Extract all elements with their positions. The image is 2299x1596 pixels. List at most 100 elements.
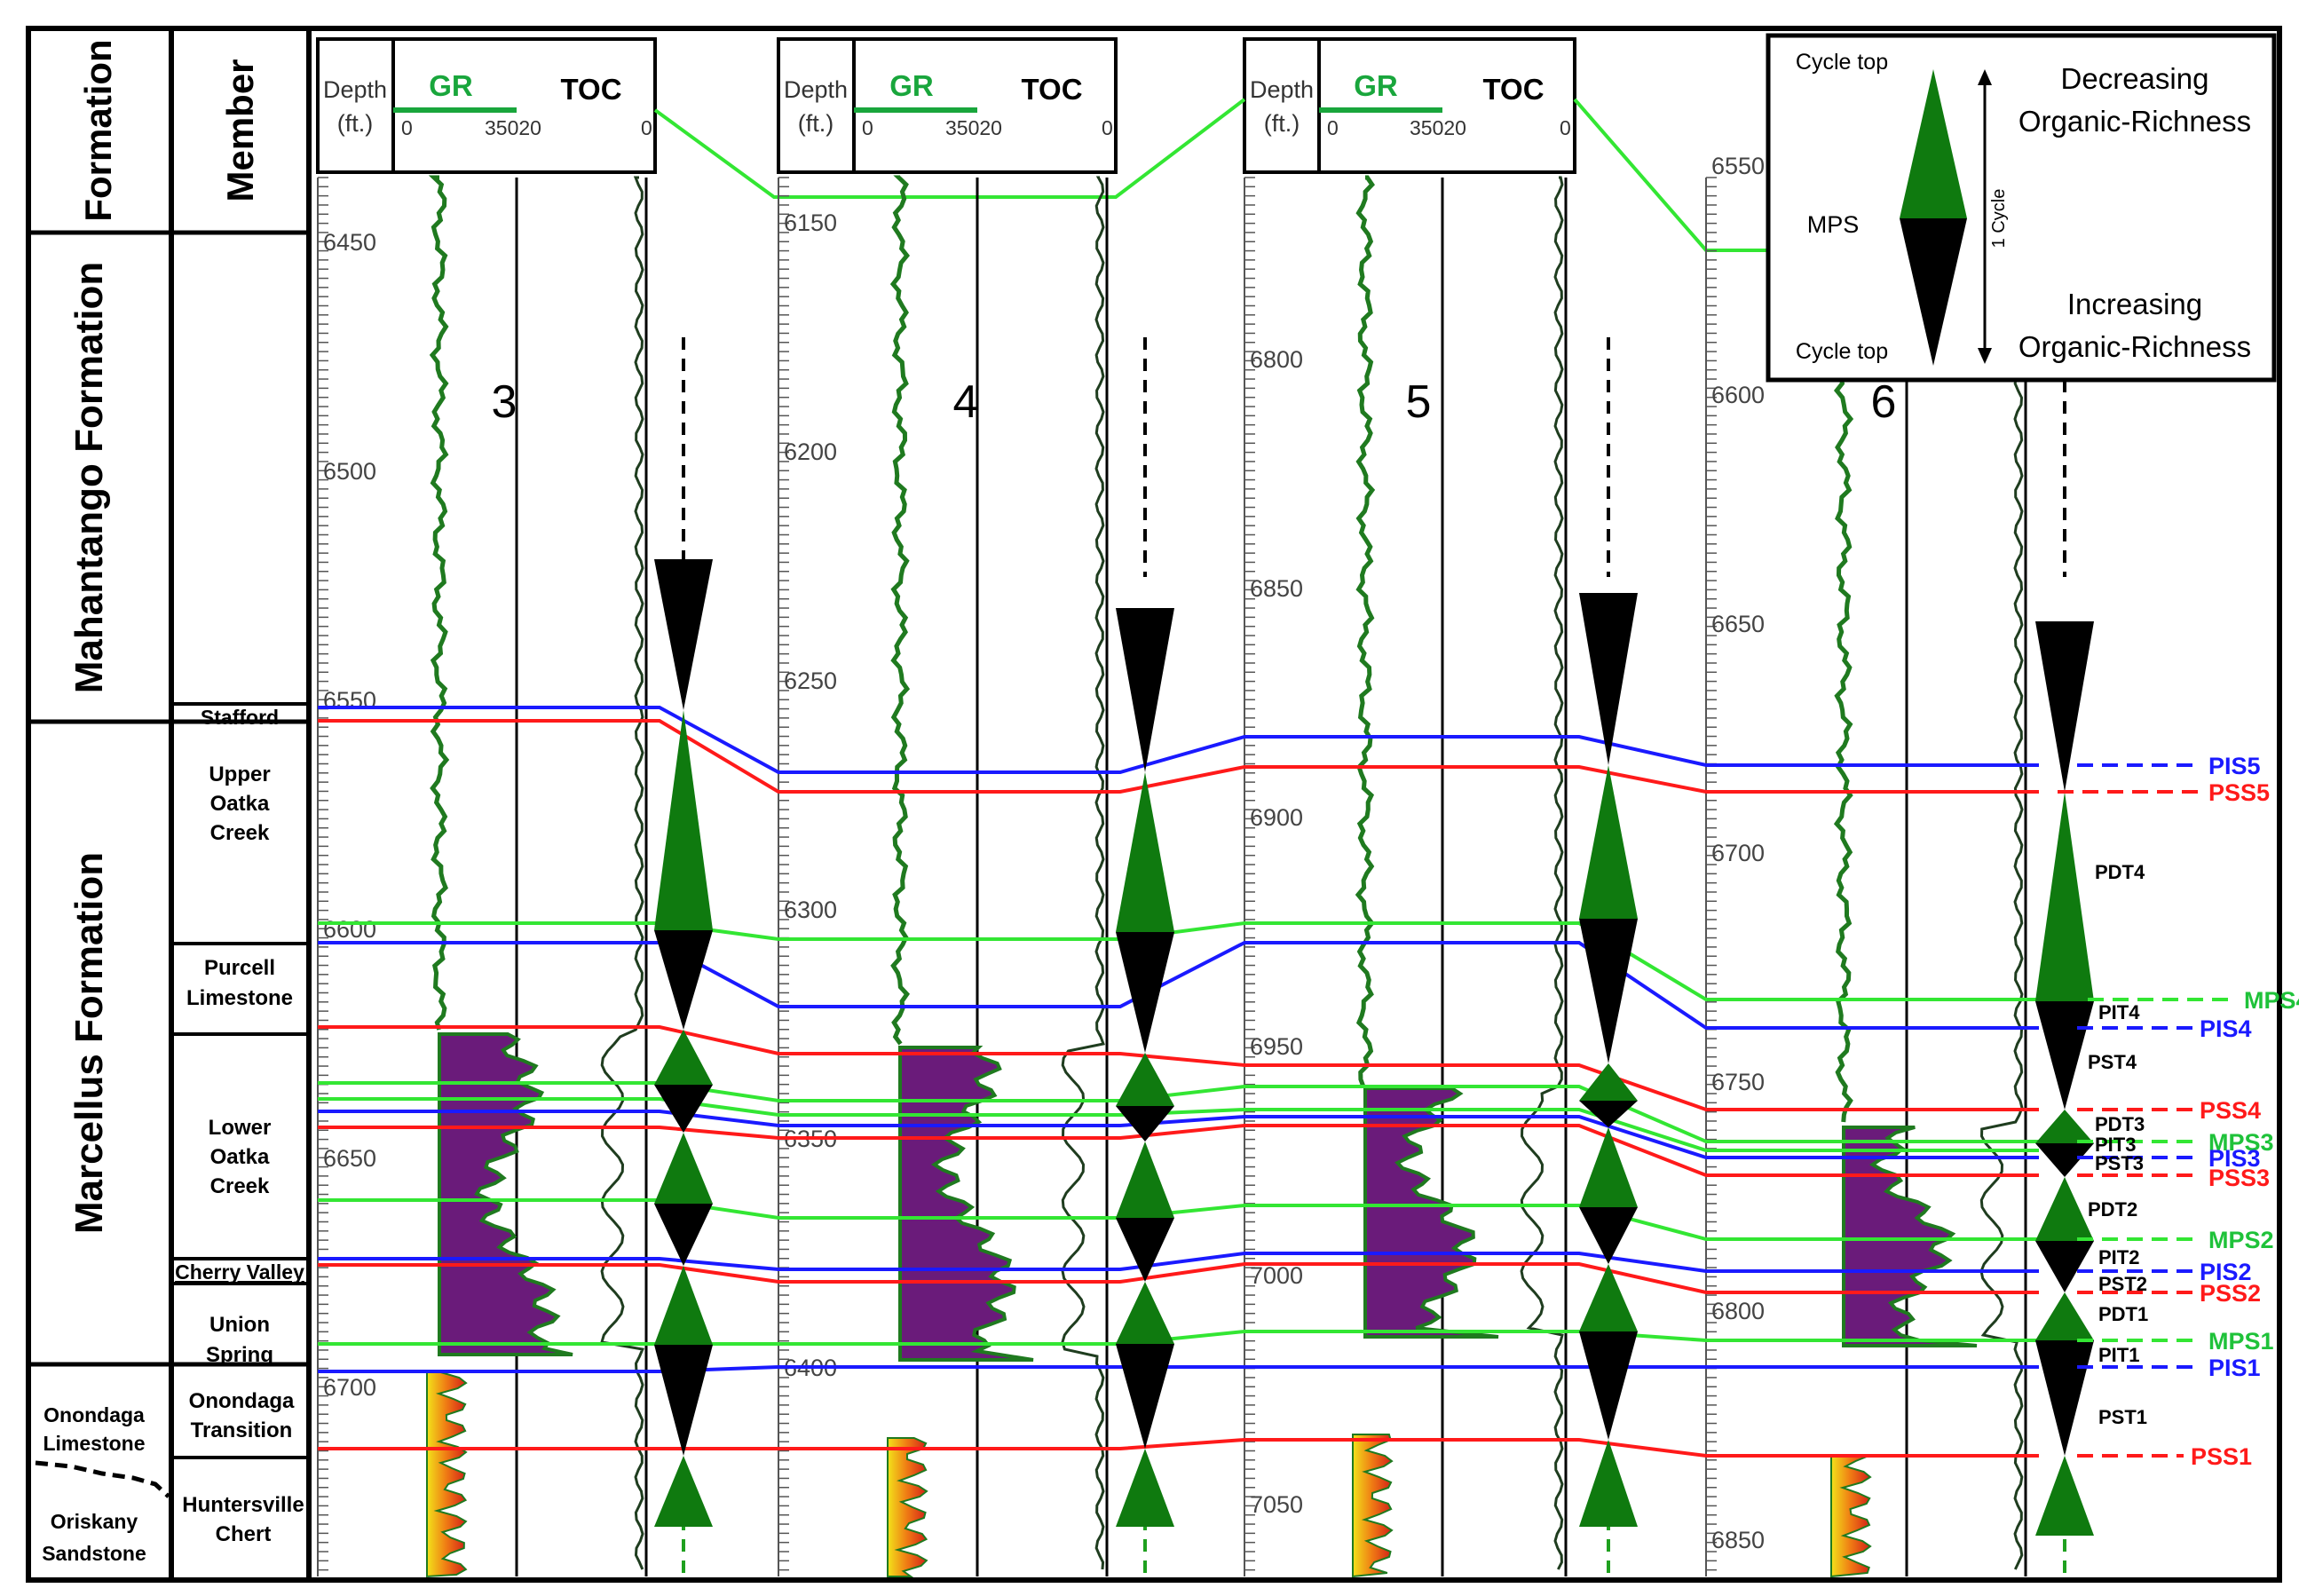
well-3-black-triangle: [654, 1204, 713, 1266]
mps1-surface: [318, 1330, 2039, 1346]
union-spring-label-2: Spring: [206, 1343, 273, 1367]
well-4-black-triangle: [1116, 1344, 1174, 1449]
well-3-green-triangle: [654, 710, 713, 930]
well-5-gr-curve: [1355, 175, 1376, 1087]
mps2-surface: [318, 1198, 2039, 1241]
well-4-black-triangle: [1116, 1218, 1174, 1282]
well-3-depth-ruler: [317, 177, 328, 1576]
legend-cycle-label: 1 Cycle: [1989, 189, 2009, 249]
well-4-green-triangle: [1116, 1282, 1174, 1344]
well-5-number: 5: [1406, 376, 1432, 428]
well-6-green-triangle: [2035, 1177, 2094, 1241]
pst2-label: PST2: [2098, 1273, 2147, 1295]
pss3-label: PSS3: [2208, 1165, 2270, 1191]
pis4-surface: [318, 941, 2039, 1030]
legend-increasing-1: Increasing: [2067, 288, 2202, 320]
correlation-surfaces: [318, 706, 2039, 1458]
pss2-surface: [318, 1262, 2039, 1294]
pis4-label: PIS4: [2200, 1015, 2252, 1042]
pss5-surface: [318, 719, 2039, 794]
well-6-organic-shale-fill: [1842, 1126, 1978, 1347]
well-3-depth-tick: 6550: [323, 687, 376, 714]
pdt1-label: PDT1: [2098, 1303, 2148, 1325]
well-5-toc-curve: [1520, 176, 1564, 1570]
well-4-green-triangle: [1116, 772, 1174, 932]
well-5-depth-tick: 6800: [1250, 346, 1303, 373]
well-3-limestone-fill: [426, 1371, 468, 1578]
marcellus-formation-label: Marcellus Formation: [67, 852, 111, 1234]
mps2-label: MPS2: [2208, 1227, 2274, 1253]
well-4-gr-label: GR: [889, 69, 934, 102]
well-3-depth-label: Depth: [323, 76, 387, 103]
well-3-depth-tick: 6700: [323, 1374, 376, 1401]
mahantango-formation-label: Mahantango Formation: [67, 262, 111, 693]
well-5-toc-max: 0: [1560, 116, 1571, 139]
well-4-black-triangle: [1116, 608, 1174, 772]
well-5-gr-label: GR: [1354, 69, 1398, 102]
legend-increasing-2: Organic-Richness: [2019, 330, 2251, 363]
well-5-green-triangle: [1579, 1063, 1638, 1101]
member-header: Member: [219, 59, 261, 201]
well-3-green-triangle: [654, 1266, 713, 1345]
well-6-depth-tick: 6850: [1711, 1527, 1765, 1553]
well-6-depth-tick: 6700: [1711, 840, 1765, 866]
well-4-scale-mid: 35020: [945, 116, 1002, 139]
well-3-number: 3: [492, 376, 517, 428]
well-4-black-triangle: [1116, 1106, 1174, 1142]
well-4-green-triangle: [1116, 1142, 1174, 1218]
well-5-header: Depth (ft.) GR TOC 0 35020 0: [1243, 37, 1576, 174]
pss1-label: PSS1: [2191, 1443, 2252, 1470]
well-6-depth-tick: 6550: [1711, 153, 1765, 179]
well-3-scale-mid: 35020: [485, 116, 541, 139]
cherry-valley-label: Cherry Valley: [175, 1260, 304, 1284]
well-4-depth-tick: 6200: [784, 439, 837, 465]
well-5-gr-min: 0: [1327, 116, 1339, 139]
pis3-label: PIS3: [2208, 1145, 2261, 1172]
pst4-label: PST4: [2088, 1051, 2137, 1073]
pss4-label: PSS4: [2200, 1097, 2261, 1124]
well-3-depth-tick: 6450: [323, 229, 376, 256]
pss5-label: PSS5: [2208, 779, 2270, 806]
lower-oatka-label-1: Lower: [209, 1116, 272, 1140]
well-6-green-triangle: [2035, 1292, 2094, 1340]
pis1-label: PIS1: [2208, 1355, 2261, 1381]
huntersville-label-2: Chert: [216, 1522, 272, 1546]
pis5-surface: [318, 706, 2039, 774]
onondaga-transition-label-1: Onondaga: [189, 1389, 295, 1413]
well-3-depth-tick: 6650: [323, 1145, 376, 1172]
legend-decreasing-1: Decreasing: [2061, 62, 2209, 95]
arrow-down-icon: [1978, 348, 1992, 364]
pit1-label: PIT1: [2098, 1344, 2139, 1366]
well-5-toc-label: TOC: [1482, 73, 1544, 106]
well-5-green-triangle: [1579, 1264, 1638, 1331]
mps4-surface: [318, 921, 2039, 1001]
pdt4-label: PDT4: [2095, 861, 2145, 883]
cycle-triangles: [654, 559, 2094, 1536]
legend-decreasing-2: Organic-Richness: [2019, 105, 2251, 138]
figure-frame: [26, 26, 2282, 1583]
well-5-depth-tick: 6950: [1250, 1033, 1303, 1060]
pdt3-label: PDT3: [2095, 1113, 2145, 1135]
well-5-black-triangle: [1579, 1331, 1638, 1440]
well-5-depth-tick: 7050: [1250, 1491, 1303, 1518]
oriskany-sandstone-label-1: Oriskany: [51, 1510, 138, 1533]
upper-oatka-label-1: Upper: [209, 762, 270, 786]
pss4-surface: [318, 1025, 2039, 1111]
well-3-gr-curve: [428, 175, 450, 1031]
upper-oatka-label-3: Creek: [210, 821, 270, 845]
well-5-scale-mid: 35020: [1410, 116, 1466, 139]
pis1-surface: [318, 1365, 2039, 1373]
well-3-black-triangle: [654, 559, 713, 710]
well-4-toc-curve: [1061, 176, 1105, 1570]
purcell-label-2: Limestone: [186, 986, 293, 1010]
pis2-surface: [318, 1252, 2039, 1273]
onondaga-limestone-label-2: Limestone: [43, 1432, 145, 1455]
well-5-depth-tick: 7000: [1250, 1262, 1303, 1289]
well-3-gr-min: 0: [401, 116, 413, 139]
well-4-depth-tick: 6150: [784, 209, 837, 236]
legend: Cycle top Cycle top MPS 1 Cycle Decreasi…: [1766, 33, 2277, 383]
pis5-label: PIS5: [2208, 753, 2261, 779]
well-5-black-triangle: [1579, 919, 1638, 1063]
well-5-black-triangle: [1579, 1207, 1638, 1264]
